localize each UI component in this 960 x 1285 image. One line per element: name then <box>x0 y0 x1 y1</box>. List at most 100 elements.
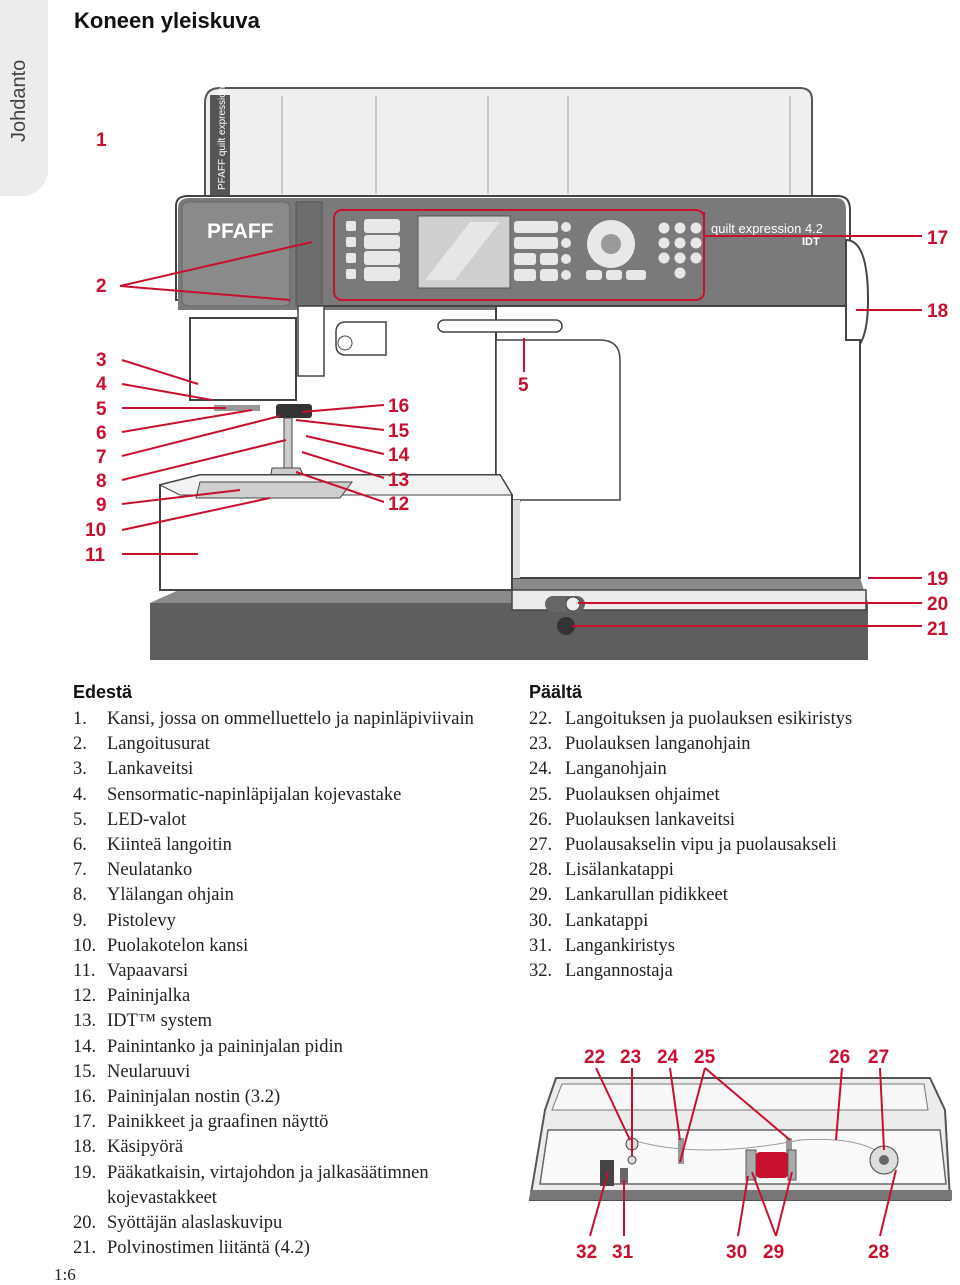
callout-19: 19 <box>927 569 948 590</box>
list-item-text: Sensormatic-napinläpijalan kojevastake <box>107 784 402 805</box>
lid-spine <box>210 95 230 195</box>
page-title: Koneen yleiskuva <box>74 8 260 33</box>
list-item-number: 15. <box>73 1061 97 1082</box>
callout-3: 3 <box>96 350 107 371</box>
list-item-text: Langoitusurat <box>107 734 210 755</box>
callout-8: 8 <box>96 471 107 492</box>
list-item-text: Paininjalka <box>107 986 191 1007</box>
callout-15: 15 <box>388 421 410 442</box>
callout-21: 21 <box>927 619 949 640</box>
list-item-number: 18. <box>73 1137 97 1158</box>
callout-17: 17 <box>927 228 948 249</box>
list-item-number: 23. <box>529 734 553 755</box>
bobbin-winder <box>869 1145 899 1175</box>
list-item-text: Vapaavarsi <box>107 961 189 982</box>
list-item-text: Lankarullan pidikkeet <box>565 885 728 906</box>
thread-slot <box>295 201 323 307</box>
buttons-frame <box>333 209 705 301</box>
callout-18: 18 <box>927 301 948 322</box>
list-item: 9.Pistolevy <box>73 909 513 934</box>
led-strip <box>437 319 563 333</box>
list-item-text: Paininjalan nostin (3.2) <box>107 1087 281 1108</box>
callout-5b: 5 <box>518 375 529 396</box>
knee-lift-socket <box>557 617 575 635</box>
callout-16: 16 <box>388 396 409 417</box>
callout-9: 9 <box>96 495 107 516</box>
list-item-number: 1. <box>73 709 87 729</box>
callout-20: 20 <box>927 594 948 615</box>
callout-25: 25 <box>694 1047 716 1068</box>
list-item-text: Syöttäjän alaslaskuvipu <box>107 1213 283 1234</box>
list-item: 25.Puolauksen ohjaimet <box>529 783 949 808</box>
list-item: 8.Ylälangan ohjain <box>73 883 513 908</box>
list-item: 13.IDT™ system <box>73 1009 513 1034</box>
list-item-text: Käsipyörä <box>107 1137 184 1158</box>
list-item-text: Painintanko ja paininjalan pidin <box>107 1036 343 1057</box>
top-parts-list: Päältä 22. Langoituksen ja puolauksen esi… <box>529 682 949 984</box>
list-item-text: Lisälankatappi <box>565 860 674 881</box>
brand-logo: PFAFF <box>207 220 274 243</box>
page-number: 1:6 <box>54 1265 76 1284</box>
list-item-number: 22. <box>529 709 553 729</box>
callout-24: 24 <box>657 1047 679 1068</box>
needle-plate <box>195 481 353 499</box>
list-item-number: 17. <box>73 1112 97 1133</box>
callout-14: 14 <box>388 445 410 466</box>
list-item: 17.Painikkeet ja graafinen näyttö <box>73 1110 513 1135</box>
list-item-text: Puolakotelon kansi <box>107 935 249 956</box>
list-item: 22. Langoituksen ja puolauksen esikiristy… <box>529 707 949 732</box>
list-item-number: 30. <box>529 910 553 931</box>
list-item-number: 8. <box>73 885 87 906</box>
callout-2: 2 <box>96 276 107 297</box>
list-item: 27.Puolausakselin vipu ja puolausakseli <box>529 833 949 858</box>
callout-32: 32 <box>576 1242 597 1263</box>
list-item: 23. Puolauksen langanohjain <box>529 732 949 757</box>
list-item-number: 28. <box>529 860 553 881</box>
sewing-head <box>189 317 297 401</box>
list-item-text: Neularuuvi <box>107 1061 191 1082</box>
callout-10: 10 <box>85 520 106 541</box>
list-item: 15. Neularuuvi <box>73 1060 513 1085</box>
lid <box>204 87 813 197</box>
top-heading: Päältä <box>529 682 583 702</box>
list-item: 3.Lankaveitsi <box>73 757 513 782</box>
list-item: 21.Polvinostimen liitäntä (4.2) <box>73 1236 513 1261</box>
list-item-text: Puolauksen langanohjain <box>565 734 751 755</box>
lid-label: PFAFF quilt expression 4.2 <box>217 70 228 190</box>
list-item-number: 27. <box>529 835 553 856</box>
handwheel <box>845 238 870 354</box>
list-item-text: Pääkatkaisin, virtajohdon ja jalkasäätim… <box>107 1162 429 1208</box>
list-item-text: Polvinostimen liitäntä (4.2) <box>107 1238 310 1259</box>
callout-28: 28 <box>868 1242 889 1263</box>
callout-29: 29 <box>763 1242 784 1263</box>
list-item-text: Kansi, jossa on ommelluettelo ja napinlä… <box>107 709 474 729</box>
list-item-number: 12. <box>73 986 97 1007</box>
callout-31: 31 <box>612 1242 634 1263</box>
list-item-text: Langoituksen ja puolauksen esikiristys <box>565 709 853 729</box>
callout-26: 26 <box>829 1047 850 1068</box>
list-item-number: 31. <box>529 935 553 956</box>
list-item: 24.Langanohjain <box>529 757 949 782</box>
list-item-number: 25. <box>529 784 553 805</box>
callout-4: 4 <box>96 374 107 395</box>
list-item-text: Langankiristys <box>565 935 675 956</box>
thread-spool <box>756 1152 788 1178</box>
list-item: 14. Painintanko ja paininjalan pidin <box>73 1035 513 1060</box>
section-tab: Johdanto <box>0 0 48 196</box>
callout-7: 7 <box>96 447 107 468</box>
callout-1: 1 <box>96 130 107 151</box>
list-item-number: 26. <box>529 809 553 830</box>
callout-11: 11 <box>85 545 106 566</box>
list-item-number: 19. <box>73 1162 97 1183</box>
list-item: 26. Puolauksen lankaveitsi <box>529 808 949 833</box>
list-item-number: 5. <box>73 809 87 830</box>
list-item-number: 3. <box>73 759 87 780</box>
list-item-text: Puolauksen lankaveitsi <box>565 809 736 830</box>
list-item-text: Lankatappi <box>565 910 649 931</box>
list-item-number: 11. <box>73 961 96 982</box>
machine-illustration: PFAFF quilt expression 4.2 PFAFF quilt e… <box>85 70 949 660</box>
list-item-number: 13. <box>73 1011 97 1032</box>
list-item-number: 14. <box>73 1036 97 1057</box>
list-item-number: 20. <box>73 1213 97 1234</box>
list-item-text: Neulatanko <box>107 860 193 881</box>
